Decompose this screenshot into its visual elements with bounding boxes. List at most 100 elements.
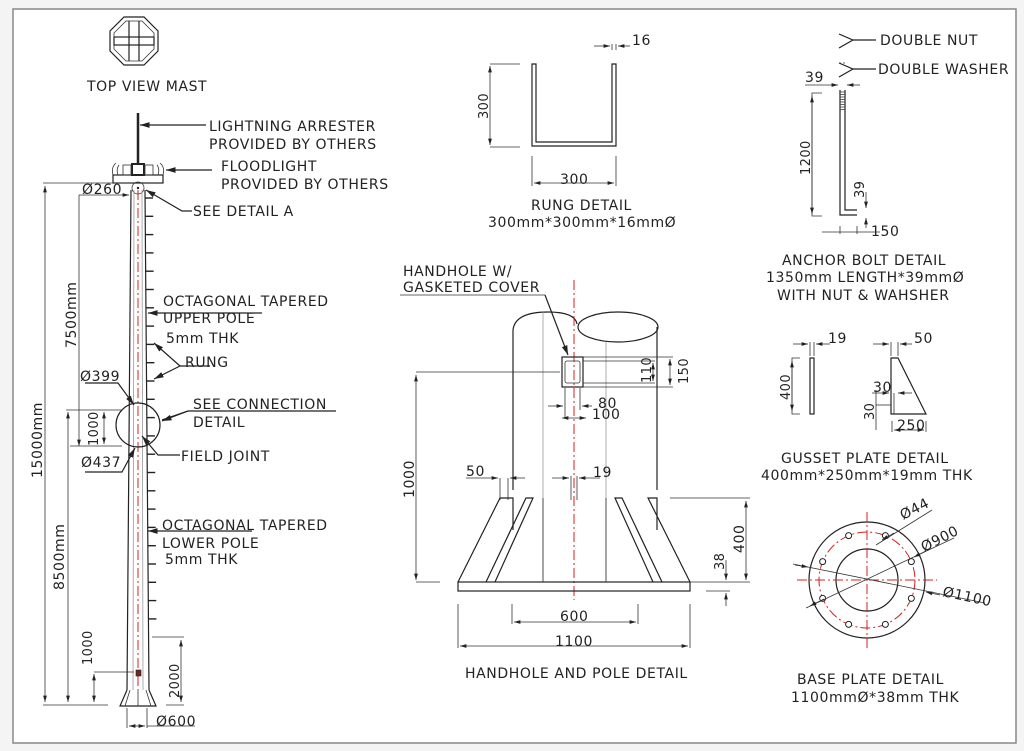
- connection-sublabel: DETAIL: [193, 415, 245, 431]
- gusset-plate-detail: 19 400 50 30 30 250 GUSSET PLATE DETAIL …: [761, 331, 973, 484]
- bolt-hole: [819, 558, 827, 566]
- handhole-callout-label: HANDHOLE W/: [403, 264, 512, 280]
- bolt-hole: [907, 594, 915, 602]
- gusset-notch-h-label: 30: [863, 403, 878, 420]
- top-view-mast: TOP VIEW MAST: [86, 16, 207, 95]
- gusset-notch-w-label: 30: [873, 380, 892, 396]
- anchor-bolt-spec: 1350mm LENGTH*39mmØ: [766, 270, 964, 286]
- gusset-width-label: 250: [897, 418, 926, 434]
- gusset-front-view: [890, 357, 927, 415]
- handhole-frame: [561, 356, 584, 388]
- floodlight-cluster: [112, 162, 164, 195]
- cross-arm-horizontal: [113, 36, 155, 46]
- mast-elevation: LIGHTNING ARRESTER PROVIDED BY OTHERS FL…: [30, 113, 389, 730]
- rung-start-label: 2000: [168, 663, 183, 698]
- bolt-foot-label: 150: [871, 224, 900, 240]
- bolt-threads: [840, 91, 845, 110]
- dim-600-label: 600: [560, 609, 589, 625]
- gusset-detail-title: GUSSET PLATE DETAIL: [781, 451, 949, 467]
- total-height-label: 15000mm: [30, 402, 46, 478]
- rung-label: RUNG: [185, 355, 229, 371]
- gusset-side-view: [809, 357, 815, 415]
- dim-400-label: 400: [732, 524, 748, 553]
- gusset-top-label: 50: [914, 331, 933, 347]
- pole-base: [119, 689, 157, 707]
- base-diameter-label: Ø600: [156, 714, 196, 730]
- rung-height-label: 300: [477, 93, 492, 119]
- gusset-thk-label: 19: [828, 331, 847, 347]
- lightning-arrester-label: LIGHTNING ARRESTER: [209, 119, 376, 135]
- double-washer-leader: [838, 62, 876, 78]
- floodlight-note: PROVIDED BY OTHERS: [221, 177, 389, 193]
- bolt-hole: [845, 620, 853, 628]
- anchor-bolt-shape: [839, 90, 857, 216]
- connection-detail-circle: [115, 402, 161, 448]
- pole-right-top: [577, 311, 659, 343]
- gusset-right-outer: [647, 497, 691, 583]
- top-diameter-label: Ø260: [82, 182, 122, 198]
- dim-50-label: 50: [466, 464, 485, 480]
- base-plate-spec: 1100mmØ*38mm THK: [791, 690, 960, 706]
- gusset-height-label: 400: [779, 374, 794, 400]
- drawing-frame: [12, 8, 1017, 744]
- upper-pole-label: OCTAGONAL TAPERED: [163, 294, 329, 310]
- see-detail-a-label: SEE DETAIL A: [193, 204, 294, 220]
- handhole-callout-sublabel: GASKETED COVER: [403, 280, 540, 296]
- lower-pole-thickness: 5mm THK: [165, 552, 238, 568]
- upper-pole-thickness: 5mm THK: [166, 331, 239, 347]
- dim-19-label: 19: [593, 465, 612, 481]
- rung-shape: [531, 63, 617, 147]
- rung-detail-spec: 300mm*300mm*16mmØ: [488, 215, 676, 231]
- anchor-bolt-spec-2: WITH NUT & WAHSHER: [777, 288, 950, 304]
- overlap-1000-label: 1000: [87, 411, 102, 446]
- upper-pole-sublabel: UPPER POLE: [163, 311, 255, 327]
- lower-pole-sublabel: LOWER POLE: [162, 536, 259, 552]
- base-plate-title: BASE PLATE DETAIL: [797, 672, 944, 688]
- dim-38-label: 38: [713, 553, 728, 570]
- double-washer-label: DOUBLE WASHER: [878, 62, 1009, 78]
- upper-height-label: 7500mm: [64, 281, 80, 348]
- dim-80-label: 80: [598, 396, 617, 412]
- floodlight-label: FLOODLIGHT: [221, 159, 317, 175]
- lightning-arrester-note: PROVIDED BY OTHERS: [209, 137, 377, 153]
- rung-ticks: [145, 197, 157, 620]
- bolt-hole: [907, 558, 915, 566]
- handhole-height-label: 1000: [81, 630, 96, 665]
- dim-110-label: 110: [640, 357, 655, 383]
- double-nut-leader: [838, 33, 876, 49]
- base-plate-section: [457, 581, 691, 592]
- handhole-detail-title: HANDHOLE AND POLE DETAIL: [465, 666, 688, 682]
- dia-399-label: Ø399: [80, 369, 120, 385]
- anchor-bolt-title: ANCHOR BOLT DETAIL: [782, 253, 946, 269]
- anchor-bolt-detail: DOUBLE NUT DOUBLE WASHER 39 1200 39 150 …: [766, 33, 1009, 304]
- dim-1100-label: 1100: [555, 634, 593, 650]
- field-joint-label: FIELD JOINT: [181, 449, 270, 465]
- bolt-length-label: 1200: [799, 140, 814, 175]
- handhole-pole-detail: HANDHOLE W/ GASKETED COVER 110 150 80 10…: [400, 264, 750, 682]
- dim-150-label: 150: [677, 358, 692, 384]
- rung-thickness-label: 16: [632, 33, 651, 49]
- double-nut-label: DOUBLE NUT: [880, 33, 978, 49]
- rung-detail: 300 300 16 RUNG DETAIL 300mm*300mm*16mmØ: [477, 33, 676, 231]
- rung-detail-title: RUNG DETAIL: [531, 198, 632, 214]
- bolt-diameter-label: 39: [805, 70, 824, 86]
- dia-437-label: Ø437: [81, 455, 121, 471]
- gusset-left-outer: [457, 497, 514, 583]
- gusset-left-inner: [485, 497, 534, 583]
- dim-1000-label: 1000: [402, 460, 418, 498]
- octagon-outer: [109, 16, 159, 66]
- lower-pole-label: OCTAGONAL TAPERED: [162, 518, 328, 534]
- gusset-right-inner: [614, 497, 663, 583]
- connection-label: SEE CONNECTION: [193, 397, 327, 413]
- lower-height-label: 8500mm: [52, 523, 68, 590]
- bolt-hook-label: 39: [853, 181, 868, 198]
- dim-100-label: 100: [592, 407, 621, 423]
- rung-width-label: 300: [560, 172, 589, 188]
- bolt-hole: [881, 620, 889, 628]
- gusset-detail-spec: 400mm*250mm*19mm THK: [761, 468, 973, 484]
- bolt-hole: [845, 532, 853, 540]
- pole-left-edge: [126, 189, 132, 691]
- handhole-marker: [135, 669, 142, 677]
- top-view-title: TOP VIEW MAST: [86, 79, 207, 95]
